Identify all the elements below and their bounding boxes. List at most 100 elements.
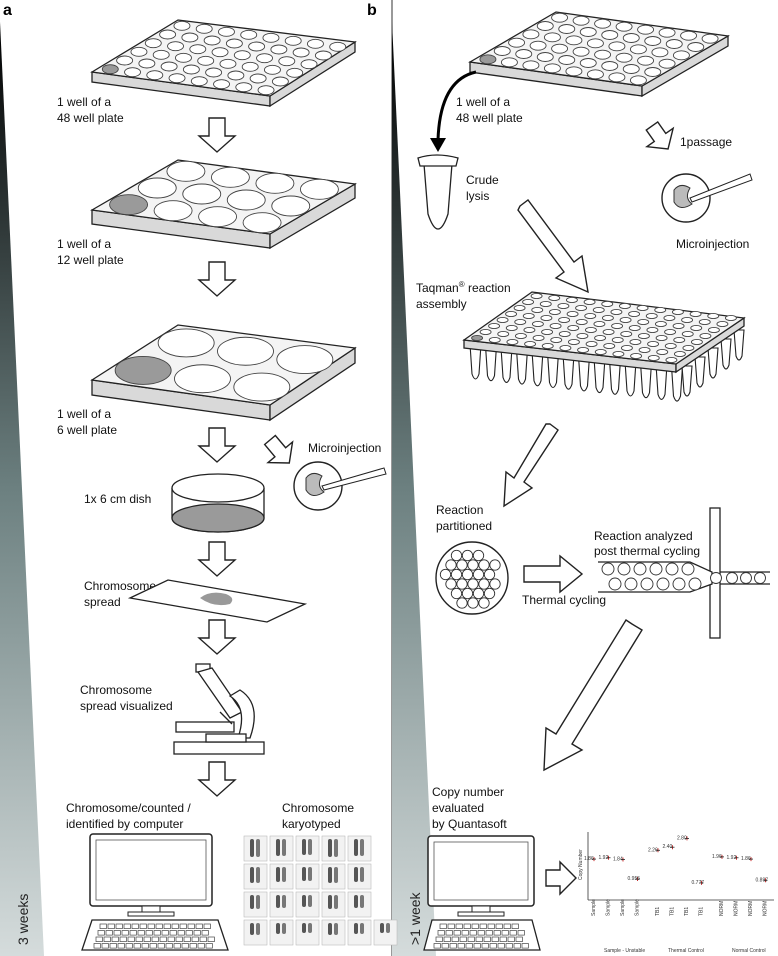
keyboard-key — [153, 930, 161, 936]
plate-well — [233, 50, 251, 61]
plate-well — [567, 338, 580, 346]
keyboard-key — [161, 930, 169, 936]
plate-well — [658, 58, 676, 69]
plate-well — [292, 47, 310, 58]
chromosome — [256, 895, 260, 909]
droplet — [640, 577, 654, 591]
plate-well — [508, 37, 526, 48]
plate-well — [270, 44, 288, 55]
keyboard-key — [489, 943, 497, 949]
keyboard-key — [475, 936, 483, 942]
plate-well — [240, 29, 258, 40]
plate-well — [592, 306, 605, 314]
droplet — [472, 568, 485, 581]
arrow-b-thermal — [523, 554, 584, 594]
plate-well — [536, 52, 554, 62]
plate-well — [575, 318, 588, 326]
keyboard-key — [105, 930, 113, 936]
plate-well — [622, 33, 640, 43]
keyboard-key — [433, 943, 441, 949]
x-tick-label: Sample — [591, 899, 597, 916]
chromosome — [302, 867, 306, 881]
chromosome — [328, 923, 332, 935]
plate-well — [249, 73, 267, 84]
plate-well — [284, 35, 302, 46]
keyboard-key — [187, 923, 195, 929]
plate-well — [182, 183, 222, 205]
chromosome — [250, 923, 254, 935]
keyboard-key — [117, 943, 125, 949]
data-label: 1.96 — [712, 854, 722, 860]
droplet — [681, 562, 695, 576]
plate-well — [531, 320, 544, 328]
plate-well — [601, 61, 619, 71]
plate-well — [558, 330, 571, 338]
plate-well — [530, 292, 543, 300]
plate-well — [278, 56, 296, 67]
pcr-tube — [531, 350, 544, 387]
plate-well — [124, 67, 141, 78]
plate-well — [522, 312, 535, 320]
chromosome — [250, 867, 254, 883]
keyboard-key — [143, 936, 151, 942]
plate-well — [539, 300, 552, 308]
plate-well — [567, 324, 580, 332]
plate-well — [620, 330, 633, 338]
plate-well — [579, 58, 597, 68]
chromosome — [308, 867, 312, 881]
chromosome — [354, 839, 358, 856]
keyboard-key — [157, 943, 165, 949]
flow-channel — [598, 507, 770, 639]
karyotype-cell — [321, 919, 346, 946]
pcr-tube — [593, 357, 606, 394]
chromosome — [360, 923, 364, 934]
plate-well — [628, 310, 641, 318]
plate-well — [548, 294, 561, 302]
x-tick-label: Sample — [620, 899, 626, 916]
pcr-tube — [707, 347, 719, 379]
plate-well — [153, 200, 193, 222]
microinjection-b-icon — [661, 173, 753, 223]
pcr-tube — [655, 363, 668, 400]
keyboard-key — [93, 943, 101, 949]
plate-well — [300, 59, 318, 70]
plate-well — [160, 61, 178, 72]
droplet — [472, 587, 485, 600]
plate-well — [664, 328, 677, 336]
plate-well — [601, 300, 614, 308]
keyboard-key — [133, 943, 141, 949]
plate-well — [565, 296, 578, 304]
plate-well — [488, 336, 501, 344]
keyboard-key — [473, 943, 481, 949]
keyboard-key — [147, 923, 155, 929]
plate-well — [551, 43, 569, 54]
plate-well — [630, 352, 643, 360]
droplet — [467, 559, 479, 571]
droplet — [461, 549, 474, 562]
droplet — [445, 578, 457, 590]
microinjection-b-label: Microinjection — [676, 237, 749, 251]
keyboard-key — [111, 936, 119, 942]
group-label: Normal Control — [732, 948, 766, 954]
plate-well — [488, 322, 501, 330]
chromosome — [354, 867, 358, 882]
arrow-b-passage — [644, 121, 675, 150]
plate-well — [541, 342, 554, 350]
chromosome — [282, 839, 286, 856]
plate-well — [522, 60, 540, 71]
dish-icon — [171, 473, 265, 533]
plate-well — [701, 33, 719, 44]
chromosome — [386, 923, 390, 933]
plate-well — [681, 316, 694, 324]
arrow-b-crude — [430, 70, 477, 152]
keyboard-key — [119, 936, 127, 942]
keyboard-key — [137, 930, 145, 936]
plate-well — [572, 46, 590, 57]
plate48-a-line2: 48 well plate — [57, 111, 124, 125]
x-tick-label: NORM — [748, 901, 754, 916]
analyzed-line2: post thermal cycling — [594, 544, 700, 558]
chromosome — [328, 895, 332, 909]
chromosome — [282, 895, 286, 908]
plate-well — [577, 346, 590, 354]
keyboard-key — [195, 923, 203, 929]
